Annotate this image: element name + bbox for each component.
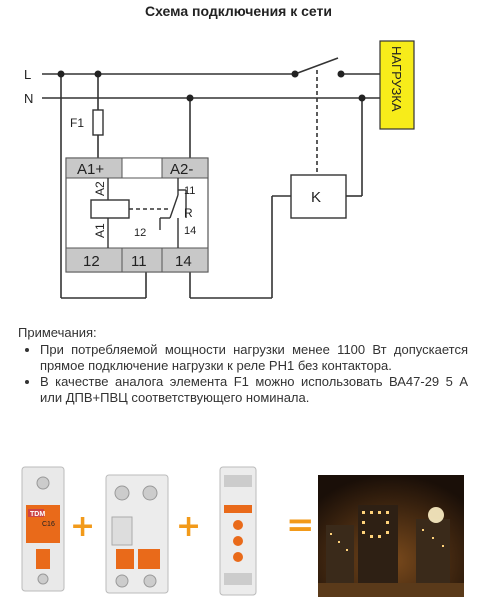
contactor-label: K bbox=[311, 189, 321, 206]
terminal-11 bbox=[121, 247, 163, 273]
terminal-a1-label: A1+ bbox=[77, 161, 104, 178]
notes-block: Примечания: При потребляемой мощности на… bbox=[18, 325, 468, 406]
fuse-f1 bbox=[92, 109, 104, 136]
line-N-label: N bbox=[24, 91, 33, 106]
coil-a1-label: A1 bbox=[93, 223, 107, 238]
terminal-14 bbox=[161, 247, 209, 273]
plus-sign: + bbox=[176, 509, 202, 544]
load-box bbox=[379, 40, 415, 130]
contact-12-label: 12 bbox=[134, 227, 146, 239]
terminal-14-label: 14 bbox=[175, 253, 192, 270]
contact-11-label: 11 bbox=[184, 185, 195, 197]
contact-14-label: 14 bbox=[184, 225, 196, 237]
breaker-brand: TDM bbox=[30, 511, 46, 518]
terminal-12-label: 12 bbox=[83, 253, 100, 270]
note-item: При потребляемой мощности нагрузки менее… bbox=[40, 342, 468, 374]
night-city-photo bbox=[318, 475, 464, 597]
load-switch bbox=[294, 57, 339, 75]
equals-sign: = bbox=[286, 505, 315, 545]
contact-r-label: R bbox=[184, 206, 193, 220]
breaker-rating: C16 bbox=[42, 521, 55, 528]
contactor-k bbox=[290, 174, 347, 219]
junction-dots bbox=[57, 70, 366, 102]
terminal-a2-label: A2- bbox=[170, 161, 193, 178]
relay-coil bbox=[90, 199, 130, 219]
load-label: НАГРУЗКА bbox=[389, 46, 404, 112]
terminal-11-label: 11 bbox=[131, 253, 147, 270]
rcd-image bbox=[105, 474, 169, 594]
notes-heading: Примечания: bbox=[18, 325, 97, 340]
line-L-label: L bbox=[24, 67, 31, 82]
fuse-label: F1 bbox=[70, 116, 84, 130]
terminal-a2 bbox=[161, 157, 209, 179]
relay-module bbox=[65, 157, 209, 273]
circuit-breaker-image bbox=[21, 466, 65, 592]
terminal-12 bbox=[65, 247, 123, 273]
voltage-relay-image bbox=[219, 466, 257, 596]
wiring-diagram: L N F1 НАГРУЗКА K A1+ A2- 12 11 14 bbox=[24, 40, 415, 299]
plus-sign: + bbox=[70, 509, 96, 544]
coil-a2-label: A2 bbox=[93, 181, 107, 196]
diagram-title: Схема подключения к сети bbox=[145, 3, 332, 19]
product-photos: TDM C16 + + = bbox=[0, 465, 477, 611]
note-item: В качестве аналога элемента F1 можно исп… bbox=[40, 374, 468, 406]
